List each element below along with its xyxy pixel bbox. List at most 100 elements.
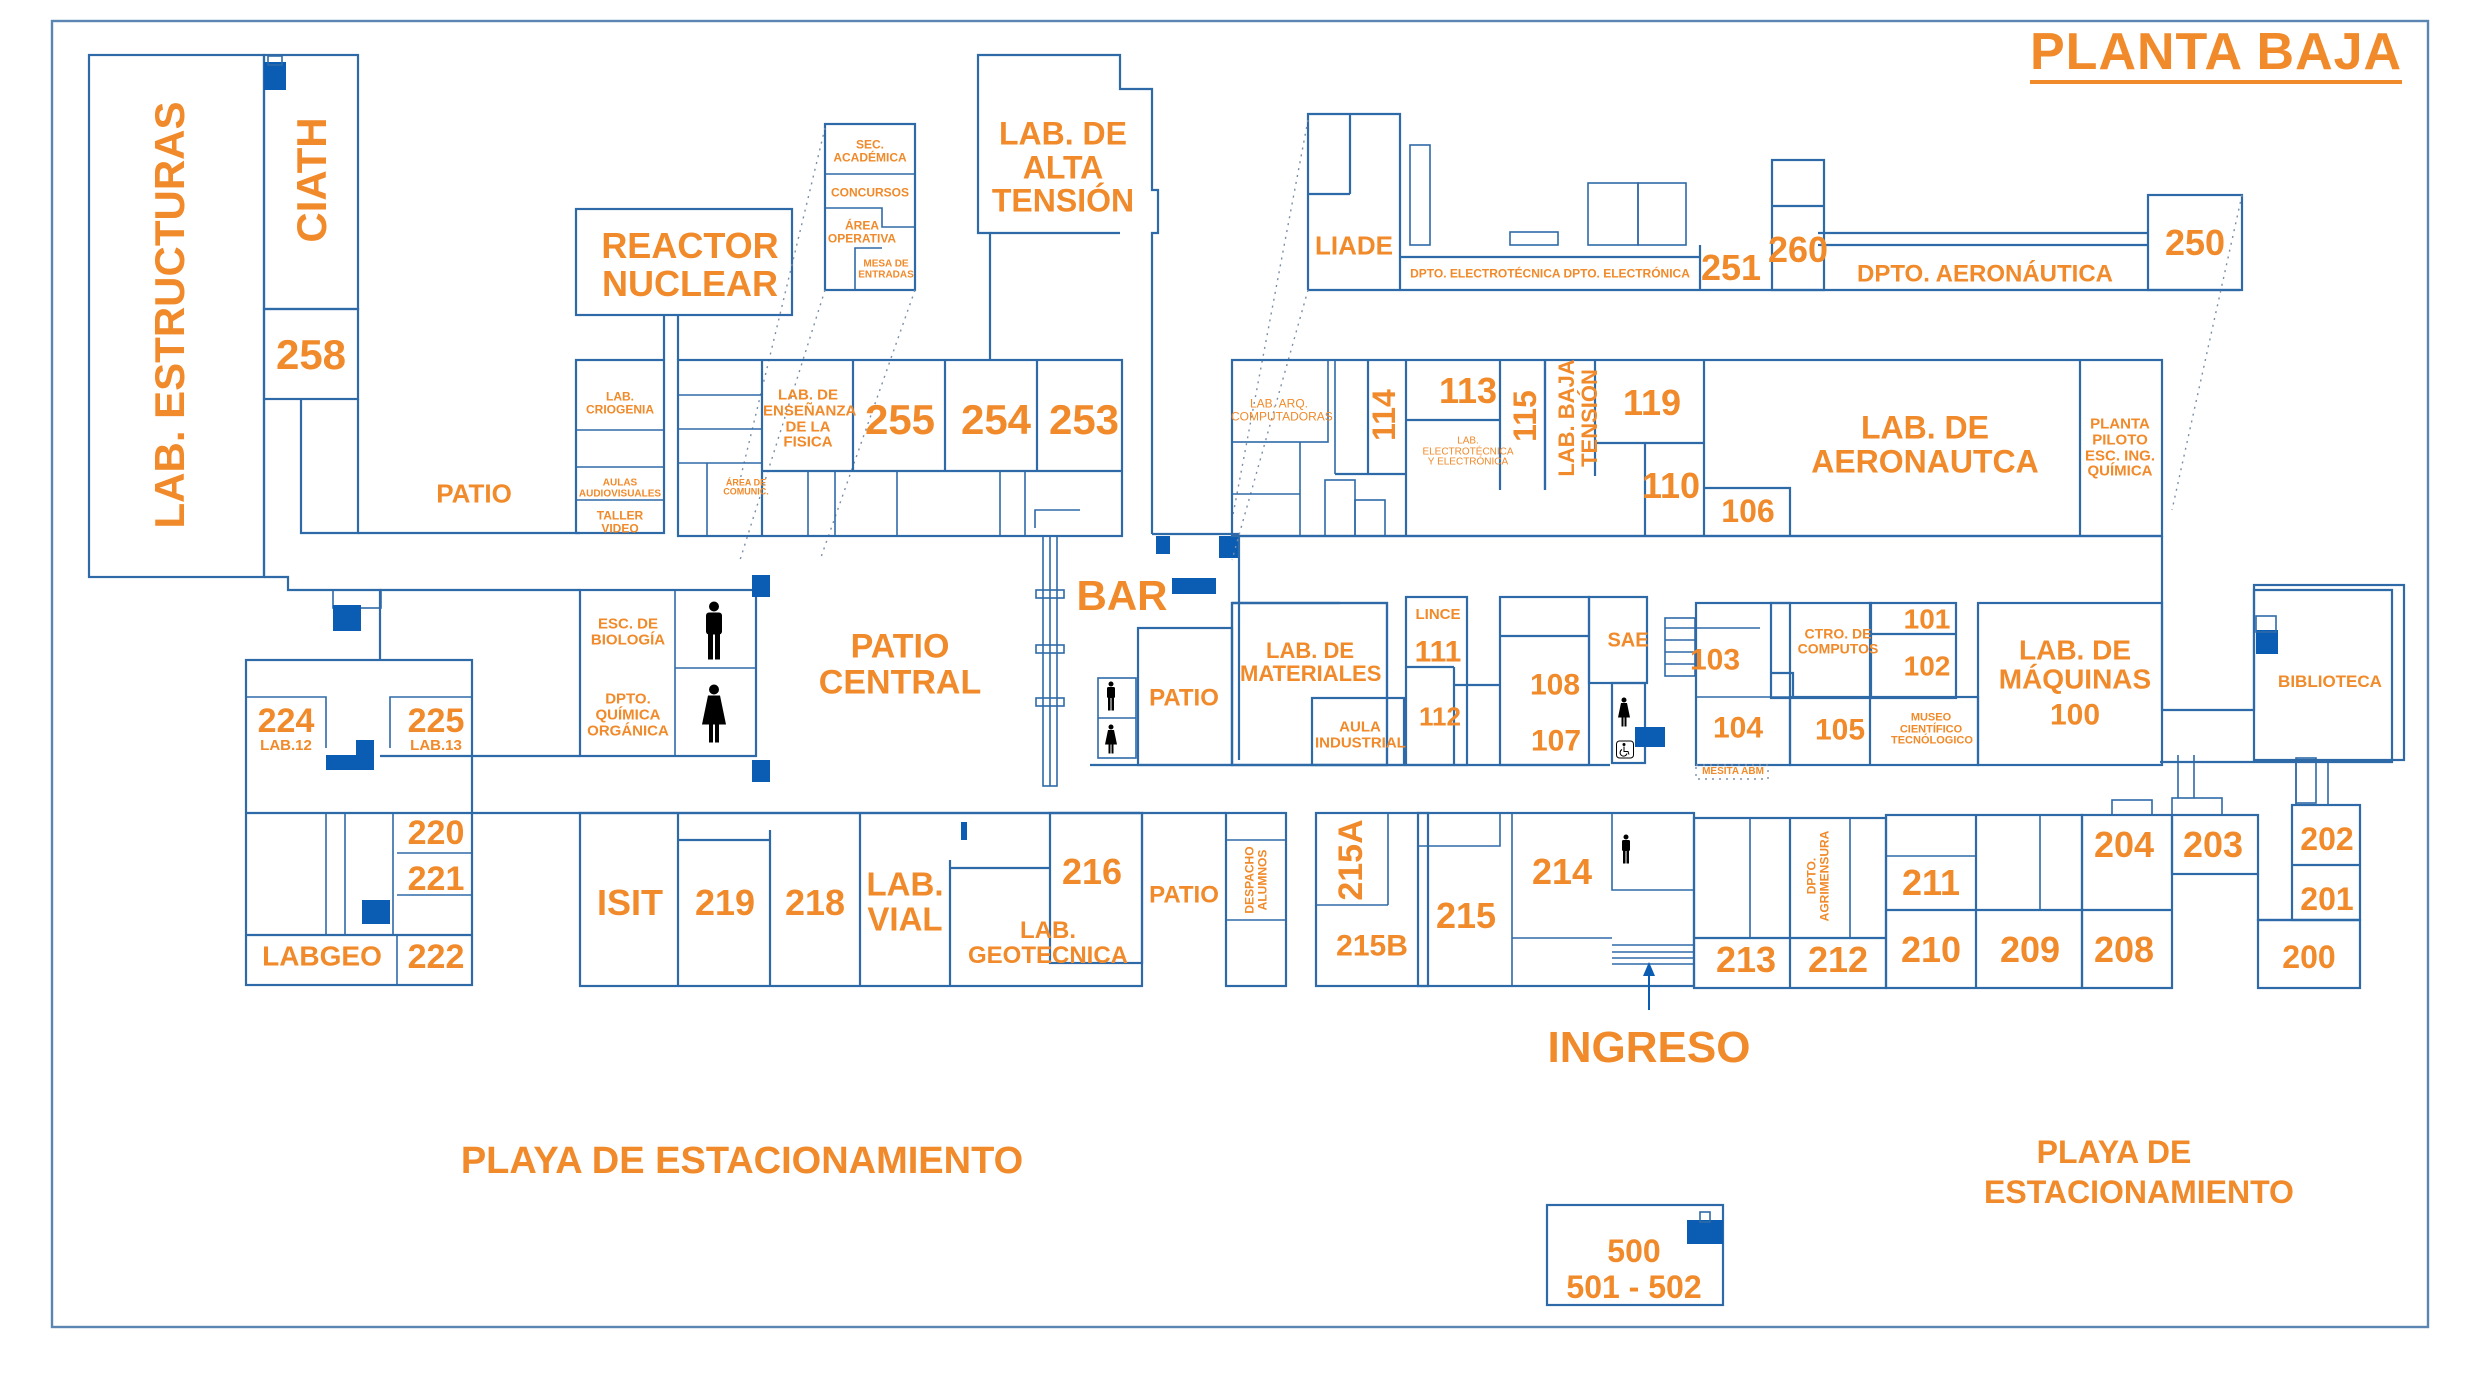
label-103: 103 bbox=[1689, 643, 1741, 677]
label-213: 213 bbox=[1715, 939, 1777, 981]
label-lab13: LAB.13 bbox=[410, 737, 462, 755]
label-104: 104 bbox=[1712, 711, 1764, 745]
label-biblioteca: BIBLIOTECA bbox=[2278, 672, 2382, 692]
label-patio-central: PATIO CENTRAL bbox=[818, 627, 982, 701]
label-215b: 215B bbox=[1336, 929, 1408, 963]
label-212: 212 bbox=[1807, 939, 1869, 981]
restroom-women-icon bbox=[1617, 697, 1631, 733]
entrance-arrow-icon bbox=[1643, 962, 1655, 1010]
label-210: 210 bbox=[1900, 929, 1962, 971]
label-bar: BAR bbox=[1076, 571, 1168, 619]
building-100s-north bbox=[1230, 358, 2164, 538]
building-west bbox=[87, 53, 580, 579]
label-105: 105 bbox=[1814, 713, 1866, 747]
label-playa-este: PLAYA DE ESTACIONAMIENTO bbox=[1984, 1134, 2294, 1210]
label-isit: ISIT bbox=[596, 882, 664, 924]
restroom-men-icon bbox=[1105, 681, 1117, 717]
label-224: 224 bbox=[257, 702, 315, 741]
label-lab-vial: LAB. VIAL bbox=[866, 865, 944, 937]
restroom-women-icon bbox=[701, 684, 727, 750]
label-500: 500 bbox=[1607, 1233, 1661, 1270]
building-alta-tension bbox=[976, 53, 1160, 534]
label-museo: MUSEO CIENTÍFICO TECNÓLOGICO bbox=[1891, 711, 1973, 747]
label-reactor-nuclear: REACTOR NUCLEAR bbox=[601, 225, 779, 304]
label-dpto-electrotecnica: DPTO. ELECTROTÉCNICA DPTO. ELECTRÓNICA bbox=[1410, 266, 1690, 281]
label-aulas-audiovisuales: AULAS AUDIOVISUALES bbox=[578, 477, 662, 499]
building-213-200 bbox=[1692, 755, 2362, 990]
label-501-502: 501 - 502 bbox=[1566, 1269, 1702, 1306]
label-203: 203 bbox=[2182, 824, 2244, 866]
label-100: 100 bbox=[2049, 698, 2101, 732]
label-dpto-quimica: DPTO. QUÍMICA ORGÁNICA bbox=[587, 690, 669, 739]
label-despacho-alumnos: DESPACHO ALUMNOS bbox=[1242, 846, 1269, 914]
label-258: 258 bbox=[275, 330, 347, 378]
label-lab-geotecnica: LAB. GEOTECNICA bbox=[967, 916, 1128, 969]
label-225: 225 bbox=[407, 702, 465, 741]
building-despacho bbox=[1142, 811, 1696, 988]
label-208: 208 bbox=[2093, 929, 2155, 971]
label-lab-aeronautica: LAB. DE AERONAUTCA bbox=[1811, 409, 2039, 479]
label-mesa-entradas: MESA DE ENTRADAS bbox=[858, 258, 914, 280]
label-251: 251 bbox=[1700, 247, 1762, 289]
restroom-women-icon bbox=[1105, 724, 1118, 760]
label-218: 218 bbox=[784, 882, 846, 924]
label-aula-industrial: AULA INDUSTRIAL bbox=[1315, 718, 1406, 751]
building-secretaria bbox=[739, 122, 917, 561]
label-102: 102 bbox=[1903, 650, 1951, 682]
restroom-men-icon bbox=[702, 601, 726, 667]
label-219: 219 bbox=[694, 882, 756, 924]
label-lab-arq-computadoras: LAB. ARQ. COMPUTADORAS bbox=[1231, 396, 1333, 423]
label-lab-materiales: LAB. DE MATERIALES bbox=[1240, 637, 1382, 686]
corridor-bar bbox=[1035, 532, 1241, 787]
label-112: 112 bbox=[1419, 701, 1461, 732]
label-200: 200 bbox=[2282, 939, 2336, 976]
label-119: 119 bbox=[1622, 382, 1682, 424]
label-260: 260 bbox=[1767, 229, 1829, 271]
label-211: 211 bbox=[1901, 862, 1961, 904]
label-lab-maquinas: LAB. DE MÁQUINAS bbox=[1998, 634, 2152, 695]
label-114: 114 bbox=[1366, 389, 1403, 441]
label-220: 220 bbox=[407, 814, 465, 853]
label-214: 214 bbox=[1531, 851, 1593, 893]
label-255: 255 bbox=[864, 395, 936, 443]
building-224-222 bbox=[244, 575, 580, 987]
label-area-comunic: ÁREA DE COMUNIC. bbox=[723, 477, 769, 497]
label-lab12: LAB.12 bbox=[260, 737, 312, 755]
label-222: 222 bbox=[407, 938, 465, 977]
label-115: 115 bbox=[1507, 390, 1544, 442]
label-mesita-abm: MESITA ABM bbox=[1702, 765, 1764, 777]
label-113: 113 bbox=[1438, 370, 1498, 412]
building-biblioteca bbox=[2252, 583, 2406, 804]
label-sec-academica: SEC. ACADÉMICA bbox=[833, 137, 907, 164]
label-lab-electrotecnica: LAB. ELECTROTÉCNICA Y ELECTRÓNICA bbox=[1422, 435, 1514, 468]
map-frame bbox=[50, 19, 2430, 1329]
label-101: 101 bbox=[1903, 603, 1951, 635]
label-concursos: CONCURSOS bbox=[830, 185, 910, 200]
label-sae: SAE bbox=[1607, 629, 1649, 652]
label-250: 250 bbox=[2164, 222, 2226, 264]
label-106: 106 bbox=[1721, 493, 1775, 530]
label-patio-216: PATIO bbox=[1149, 881, 1219, 909]
label-patio-bar: PATIO bbox=[1149, 684, 1219, 712]
restroom-men-icon bbox=[1620, 834, 1632, 870]
label-254: 254 bbox=[960, 395, 1032, 443]
building-liade-strip bbox=[1231, 112, 2244, 561]
label-lince: LINCE bbox=[1415, 606, 1461, 624]
label-ciath: CIATH bbox=[287, 117, 335, 243]
label-107: 107 bbox=[1530, 724, 1582, 758]
label-110: 110 bbox=[1641, 465, 1701, 507]
label-201: 201 bbox=[2300, 881, 2354, 918]
label-lab-ensenanza-fisica: LAB. DE ENSEÑANZA DE LA FISICA bbox=[763, 386, 857, 451]
wheelchair-icon bbox=[1616, 740, 1634, 764]
label-playa-oeste: PLAYA DE ESTACIONAMIENTO bbox=[460, 1140, 1024, 1183]
label-ctro-computos: CTRO. DE COMPUTOS bbox=[1797, 625, 1879, 656]
building-500 bbox=[1545, 1203, 1725, 1307]
label-taller-video: TALLER VIDEO bbox=[596, 508, 644, 535]
page-title: PLANTA BAJA bbox=[2030, 26, 2403, 84]
label-215a: 215A bbox=[1332, 819, 1371, 901]
label-215: 215 bbox=[1435, 895, 1497, 937]
label-221: 221 bbox=[407, 860, 465, 899]
building-biologia bbox=[578, 575, 770, 782]
label-108: 108 bbox=[1529, 668, 1581, 702]
label-dpto-agrimensura: DPTO. AGRIMENSURA bbox=[1804, 830, 1831, 922]
